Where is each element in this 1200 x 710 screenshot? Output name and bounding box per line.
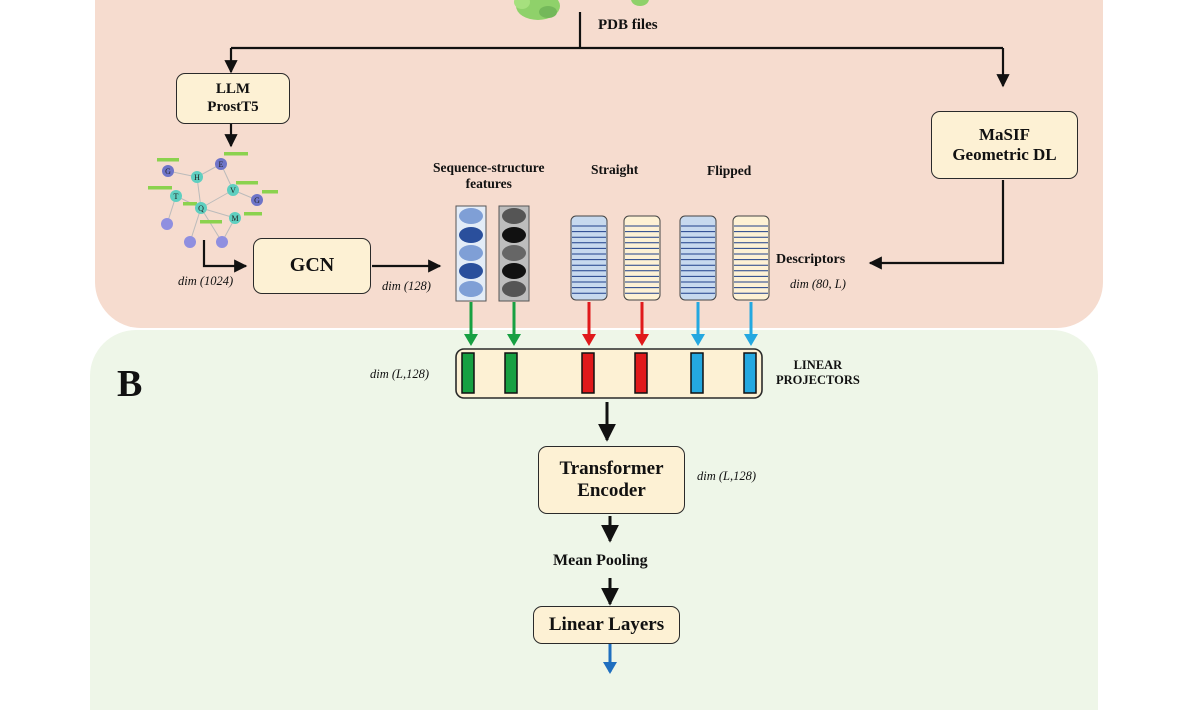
straight-stack-2 xyxy=(623,215,661,301)
llm-prostt5-box: LLM ProstT5 xyxy=(176,73,290,124)
residue-graph: G H E T V Q G M xyxy=(148,152,278,248)
linear-projectors-box xyxy=(455,348,763,399)
graph-node-label: G xyxy=(254,196,260,205)
masif-label: MaSIF xyxy=(979,124,1030,144)
protein-structure-image xyxy=(514,0,649,20)
flipped-stack-2 xyxy=(732,215,770,301)
llm-label: LLM xyxy=(215,80,251,97)
projector-bar xyxy=(504,352,518,394)
feature-column-gray xyxy=(498,205,530,302)
projector-bar xyxy=(634,352,648,394)
geometric-dl-label: Geometric DL xyxy=(952,145,1057,164)
projector-input-arrow xyxy=(744,302,758,346)
gcn-label: GCN xyxy=(289,254,335,277)
linear-layers-label: Linear Layers xyxy=(548,613,665,635)
transformer-encoder-box: Transformer Encoder xyxy=(538,446,685,514)
dim-transformer: dim (L,128) xyxy=(697,469,757,483)
flipped-stack-1 xyxy=(679,215,717,301)
dim-descriptors: dim (80, L) xyxy=(790,277,846,291)
prostt5-label: ProstT5 xyxy=(207,98,259,115)
dim-llm-output: dim (1024) xyxy=(178,274,234,288)
projector-input-arrow xyxy=(507,302,521,346)
graph-node-label: M xyxy=(231,214,238,223)
linear-layers-box: Linear Layers xyxy=(533,606,680,644)
linear-projectors-line1: LINEAR xyxy=(793,358,843,372)
projector-input-arrow xyxy=(635,302,649,346)
flipped-header: Flipped xyxy=(707,163,752,178)
graph-node-label: T xyxy=(174,192,179,201)
projector-bars xyxy=(461,352,757,394)
graph-node-label: E xyxy=(219,160,224,169)
projector-bar xyxy=(581,352,595,394)
descriptor-stacks xyxy=(570,215,770,301)
seq-struct-header-line2: features xyxy=(465,176,512,192)
mean-pooling-label: Mean Pooling xyxy=(553,552,648,569)
projector-bar xyxy=(461,352,475,394)
projector-bar xyxy=(690,352,704,394)
masif-to-descriptors-arrow xyxy=(868,180,1005,270)
transformer-label: Transformer xyxy=(559,457,664,479)
descriptors-label: Descriptors xyxy=(776,252,846,267)
projector-input-arrow xyxy=(464,302,478,346)
dim-gcn-output: dim (128) xyxy=(382,279,431,293)
feature-column-blue xyxy=(455,205,487,302)
seq-struct-header: Sequence-structure features xyxy=(433,160,544,192)
dim-projectors: dim (L,128) xyxy=(370,367,430,381)
linear-projectors-line2: PROJECTORS xyxy=(776,373,860,387)
straight-stack-1 xyxy=(570,215,608,301)
projector-bar xyxy=(743,352,757,394)
gcn-box: GCN xyxy=(253,238,371,294)
graph-node-label: V xyxy=(230,186,236,195)
projector-input-arrows xyxy=(464,302,758,346)
panel-b-label: B xyxy=(117,363,143,405)
graph-node-label: G xyxy=(165,167,171,176)
projector-input-arrow xyxy=(582,302,596,346)
pdb-split-connector xyxy=(224,12,1010,88)
output-arrow-head xyxy=(603,662,617,674)
masif-box: MaSIF Geometric DL xyxy=(931,111,1078,179)
seq-struct-header-line1: Sequence-structure xyxy=(433,160,545,175)
linear-projectors-label: LINEAR PROJECTORS xyxy=(776,358,860,388)
projector-input-arrow xyxy=(691,302,705,346)
graph-node-label: H xyxy=(194,173,200,182)
pdb-files-label: PDB files xyxy=(598,17,658,33)
graph-to-gcn-arrow xyxy=(202,240,248,273)
encoder-label: Encoder xyxy=(577,480,646,501)
graph-node-label: Q xyxy=(198,204,204,213)
architecture-diagram: G H E T V Q G M xyxy=(148,0,1010,674)
straight-header: Straight xyxy=(591,162,639,177)
